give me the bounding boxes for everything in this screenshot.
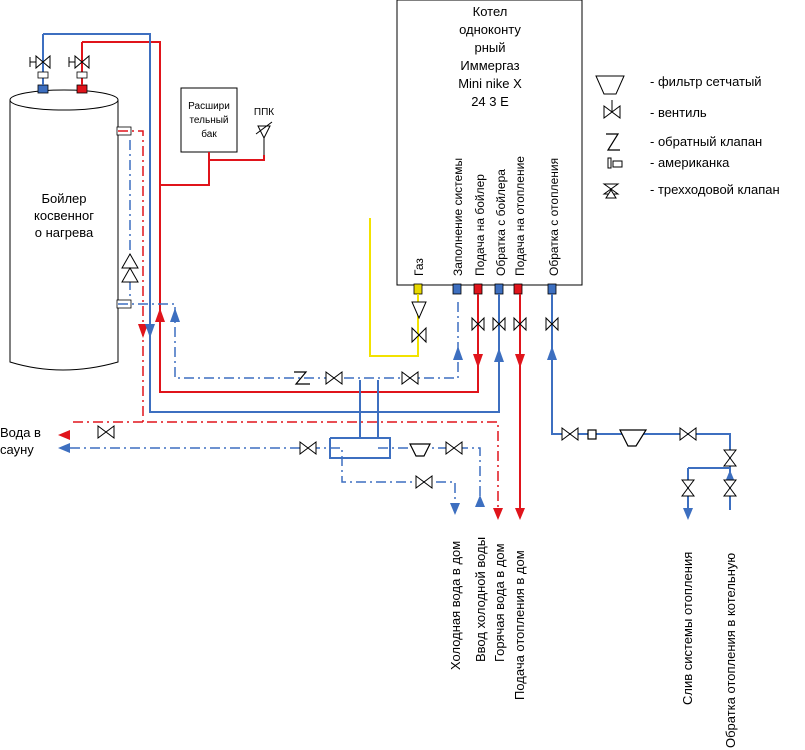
- heater-label-5: Mini nike X: [458, 76, 522, 91]
- sauna-label-1: Вода в: [0, 425, 41, 440]
- union-icon: [607, 157, 623, 169]
- legend-three-way-label: - трехходовой клапан: [650, 182, 780, 197]
- boiler-tank-label-1: Бойлер: [41, 191, 86, 206]
- line-valves: [97, 252, 737, 497]
- expansion-tank-label-2: тельный: [189, 115, 228, 126]
- expansion-tank: Расшири тельный бак: [180, 87, 238, 153]
- conn-label-boiler-return: Обратка с бойлера: [494, 169, 508, 276]
- outlet-hot-house: Горячая вода в дом: [492, 543, 507, 662]
- conn-label-fill: Заполнение системы: [451, 158, 465, 276]
- heater-label-2: одноконту: [459, 22, 521, 37]
- three-way-valve-icon: [602, 183, 620, 199]
- safety-valve-label: ППК: [254, 107, 274, 118]
- outlet-heating-drain: Слив системы отопления: [680, 552, 695, 705]
- gas-heater: Котел одноконту рный Иммергаз Mini nike …: [396, 0, 583, 286]
- outlet-heating-return: Обратка отопления в котельную: [723, 553, 738, 748]
- conn-label-heating-return: Обратка с отопления: [547, 158, 561, 276]
- check-valve-and-filters: [294, 371, 648, 457]
- sauna-label-2: сауну: [0, 442, 34, 457]
- boiler-tank: Бойлер косвенног о нагрева: [9, 89, 119, 371]
- heater-label-3: рный: [474, 40, 505, 55]
- legend-valve-label: - вентиль: [650, 105, 707, 120]
- manifold: [329, 380, 391, 459]
- outlet-cold-inlet: Ввод холодной воды: [473, 537, 488, 662]
- flow-arrows: [58, 308, 735, 520]
- gas-line: [369, 218, 427, 357]
- legend-filter-label: - фильтр сетчатый: [650, 74, 762, 89]
- outlet-heating-supply: Подача отопления в дом: [512, 550, 527, 700]
- legend: - фильтр сетчатый - вентиль - обратный к…: [595, 74, 780, 199]
- heater-label-1: Котел: [473, 4, 508, 19]
- conn-label-boiler-supply: Подача на бойлер: [473, 174, 487, 276]
- hot-lines: [82, 41, 521, 510]
- conn-label-gas: Газ: [412, 258, 426, 276]
- outlet-cold-house: Холодная вода в дом: [448, 541, 463, 670]
- expansion-tank-label-3: бак: [201, 128, 217, 140]
- heater-label-6: 24 3 E: [471, 94, 509, 109]
- valve-icon: [603, 100, 621, 119]
- expansion-tank-label-1: Расшири: [188, 101, 230, 112]
- tank-top-fittings: [29, 34, 90, 94]
- legend-union-label: - американка: [650, 155, 730, 170]
- heater-label-4: Иммергаз: [460, 58, 519, 73]
- conn-label-heating-supply: Подача на отопление: [513, 156, 527, 276]
- safety-valve-icon: ППК: [254, 107, 274, 155]
- legend-check-valve-label: - обратный клапан: [650, 134, 762, 149]
- boiler-tank-label-3: о нагрева: [35, 225, 94, 240]
- hot-water-lines: [70, 130, 499, 510]
- boiler-tank-label-2: косвенног: [34, 208, 94, 223]
- filter-icon: [595, 75, 625, 95]
- tank-hot-valve-icon: [68, 54, 90, 70]
- tank-cold-valve-icon: [29, 54, 51, 70]
- check-valve-icon: [606, 133, 620, 151]
